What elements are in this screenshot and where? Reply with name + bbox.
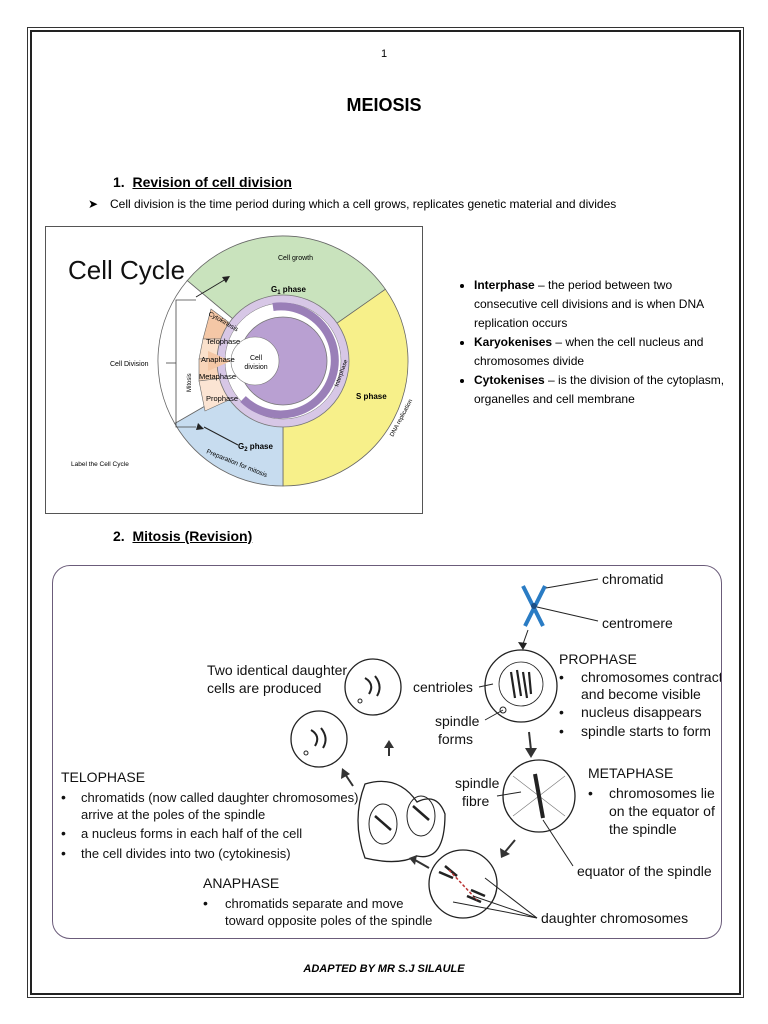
anaphase-point-text: toward opposite poles of the spindle [225, 913, 432, 928]
two-identical-label: cells are produced [207, 680, 321, 696]
interphase-arrow [240, 302, 339, 419]
spindle-fibre-label: spindle [455, 775, 500, 791]
mitosis-figure: chromatid centromere PROPHASE • chromoso… [52, 565, 722, 939]
telophase-cell [357, 780, 446, 863]
telophase-point-text: chromatids (now called daughter chromoso… [81, 790, 358, 805]
spindle-fibre-label: fibre [462, 793, 489, 809]
prophase-point: • [559, 669, 564, 685]
anaphase-label: Anaphase [201, 355, 235, 364]
intro-text: Cell division is the time period during … [110, 197, 617, 211]
prophase-label: Prophase [206, 394, 238, 403]
prophase-point-text: and become visible [581, 686, 701, 702]
telophase-label: Telophase [206, 337, 240, 346]
anaphase-point: • [203, 895, 208, 911]
centrioles-label: centrioles [413, 679, 473, 695]
telophase-point-text: the cell divides into two (cytokinesis) [81, 846, 291, 861]
prophase-cell [484, 649, 558, 723]
cell-cycle-title: Cell Cycle [68, 255, 185, 285]
prophase-point: • [559, 704, 564, 720]
cell-division-side-label: Cell Division [110, 361, 149, 368]
section-title: Mitosis (Revision) [132, 528, 253, 544]
centromere-label: centromere [602, 615, 673, 631]
telophase-point-text: arrive at the poles of the spindle [81, 807, 265, 822]
telophase-title: TELOPHASE [61, 769, 145, 785]
telophase-point: • [61, 845, 66, 861]
section-heading-1: 1. Revision of cell division [113, 174, 292, 190]
footer-credit: ADAPTED BY MR S.J SILAULE [303, 963, 465, 975]
prophase-point: • [559, 723, 564, 739]
arrow-up-icon [384, 740, 394, 748]
center-arrow [208, 351, 231, 371]
arrowhead-bottom-icon [196, 423, 204, 430]
definition-item-cytokenises: Cytokenises – is the division of the cyt… [474, 371, 732, 409]
anaphase-point-text: chromatids separate and move [225, 896, 403, 911]
arrowhead-top-icon [222, 276, 230, 283]
cell-cycle-figure: Cell Cycle Cell growth G1 phase S phase … [45, 226, 423, 514]
page-number: 1 [380, 48, 388, 60]
arrow-down-icon [525, 748, 537, 758]
metaphase-title: METAPHASE [588, 765, 673, 781]
arrow-bullet-icon: ➤ [88, 197, 99, 211]
label-caption: Label the Cell Cycle [71, 461, 129, 468]
definition-item-interphase: Interphase – the period between two cons… [474, 276, 732, 333]
g1-label: G1 phase [271, 285, 306, 296]
telophase-point-text: a nucleus forms in each half of the cell [81, 826, 302, 841]
arrow-up-left-icon [341, 768, 350, 779]
mitosis-diagram: chromatid centromere PROPHASE • chromoso… [61, 571, 721, 928]
s-label: S phase [356, 392, 387, 401]
daughter-cell [344, 658, 402, 716]
prophase-point-text: spindle starts to form [581, 723, 711, 739]
chromatid-icon [521, 585, 547, 627]
two-identical-label: Two identical daughter [207, 662, 347, 678]
g2-label: G2 phase [238, 442, 273, 453]
metaphase-point-text: the spindle [609, 821, 677, 837]
section-heading-2: 2. Mitosis (Revision) [113, 528, 252, 544]
anaphase-cell [428, 849, 498, 919]
metaphase-point-text: on the equator of [609, 803, 715, 819]
page-title: MEIOSIS [346, 95, 422, 115]
section-number: 1. [113, 174, 125, 190]
telophase-point: • [61, 789, 66, 805]
definition-item-karyokenises: Karyokenises – when the cell nucleus and… [474, 333, 732, 371]
chromatid-label: chromatid [602, 571, 663, 587]
cell-cycle-diagram: Cell Cycle Cell growth G1 phase S phase … [68, 235, 414, 487]
metaphase-point-text: chromosomes lie [609, 785, 715, 801]
arrowhead-icon [518, 642, 527, 650]
section-number: 2. [113, 528, 125, 544]
arrow-down-left-icon [500, 848, 510, 858]
metaphase-point: • [588, 785, 593, 801]
metaphase-cell [502, 759, 576, 833]
prophase-point-text: nucleus disappears [581, 704, 702, 720]
spindle-forms-label: spindle [435, 713, 480, 729]
cell-growth-label: Cell growth [278, 255, 313, 262]
mitosis-label: Mitosis [187, 373, 193, 392]
anaphase-title: ANAPHASE [203, 875, 279, 891]
page-border [30, 30, 741, 995]
intro-bullet: ➤ Cell division is the time period during… [88, 197, 616, 211]
cell-division-bracket [175, 299, 196, 428]
telophase-point: • [61, 825, 66, 841]
bracket-arrow-bottom [203, 426, 239, 446]
bracket-arrow-top [195, 278, 227, 298]
definitions-list: Interphase – the period between two cons… [452, 276, 732, 409]
arrow-left-icon [409, 855, 417, 865]
daughter-cell [290, 710, 348, 768]
metaphase-label: Metaphase [199, 372, 236, 381]
section-title: Revision of cell division [132, 174, 292, 190]
equator-label: equator of the spindle [577, 863, 712, 879]
daughter-chromosomes-label: daughter chromosomes [541, 910, 688, 926]
prophase-title: PROPHASE [559, 651, 637, 667]
spindle-forms-label: forms [438, 731, 473, 747]
s-wedge [282, 288, 409, 487]
prophase-point-text: chromosomes contract [581, 669, 721, 685]
